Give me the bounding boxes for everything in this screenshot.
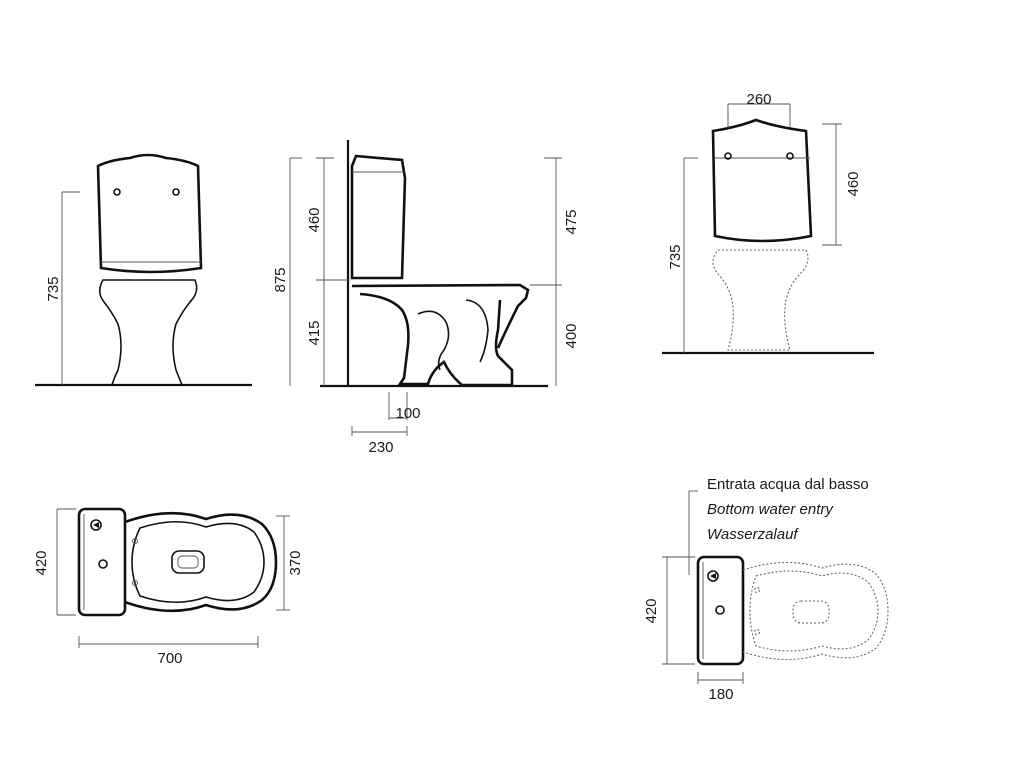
plan-bowl-label: 370	[287, 550, 304, 575]
plan-bowl	[124, 511, 278, 613]
side-outlet-label: 100	[395, 405, 420, 422]
side-trap	[417, 310, 450, 371]
note-italian: Entrata acqua dal basso	[707, 476, 869, 493]
front-button-right	[172, 188, 180, 196]
front-height-label: 735	[45, 276, 62, 301]
note-german: Wasserzalauf	[707, 526, 799, 543]
plan-flush-icon	[90, 519, 102, 531]
side-right-bottom-label: 400	[563, 323, 580, 348]
tank-height-label: 460	[845, 171, 862, 196]
front-tank	[96, 153, 203, 274]
inlet-view: Entrata acqua dal basso Bottom water ent…	[643, 476, 889, 703]
plan-tank	[77, 507, 127, 617]
tank-pedestal-ghost	[712, 249, 809, 351]
note-english: Bottom water entry	[707, 501, 834, 518]
inlet-flush-arrow-icon	[710, 573, 716, 579]
side-tank	[350, 154, 407, 280]
side-bowl	[359, 292, 514, 387]
plan-drain	[171, 550, 205, 574]
side-total-label: 875	[272, 267, 289, 292]
side-tank-label: 460	[306, 207, 323, 232]
tank-body	[711, 118, 813, 243]
inlet-depth-label: 180	[708, 686, 733, 703]
plan-inlet-hole	[98, 559, 108, 569]
tank-hole-right	[786, 152, 794, 160]
front-pedestal	[98, 279, 198, 386]
plan-width-label: 420	[33, 550, 50, 575]
side-right-top-label: 475	[563, 209, 580, 234]
plan-view: 420 370 700	[33, 507, 304, 667]
plan-seat	[131, 520, 265, 604]
plan-flush-arrow-icon	[93, 522, 99, 528]
tank-mount-label: 735	[667, 244, 684, 269]
tank-width-label: 260	[746, 91, 771, 108]
front-view: 735	[35, 153, 252, 387]
inlet-width-label: 420	[643, 598, 660, 623]
front-button-left	[113, 188, 121, 196]
plan-length-label: 700	[157, 650, 182, 667]
inlet-hole	[715, 605, 725, 615]
tank-view: 260 460 735	[662, 91, 874, 355]
side-seat-label: 415	[306, 320, 323, 345]
side-outlet-wall-label: 230	[368, 439, 393, 456]
tank-hole-left	[724, 152, 732, 160]
inlet-bowl-ghost	[742, 561, 889, 661]
inlet-flush-icon	[707, 570, 719, 582]
inlet-tank	[696, 555, 745, 666]
side-view: 875 460 415 475 400 100 230	[272, 140, 580, 456]
side-seat	[351, 283, 530, 349]
